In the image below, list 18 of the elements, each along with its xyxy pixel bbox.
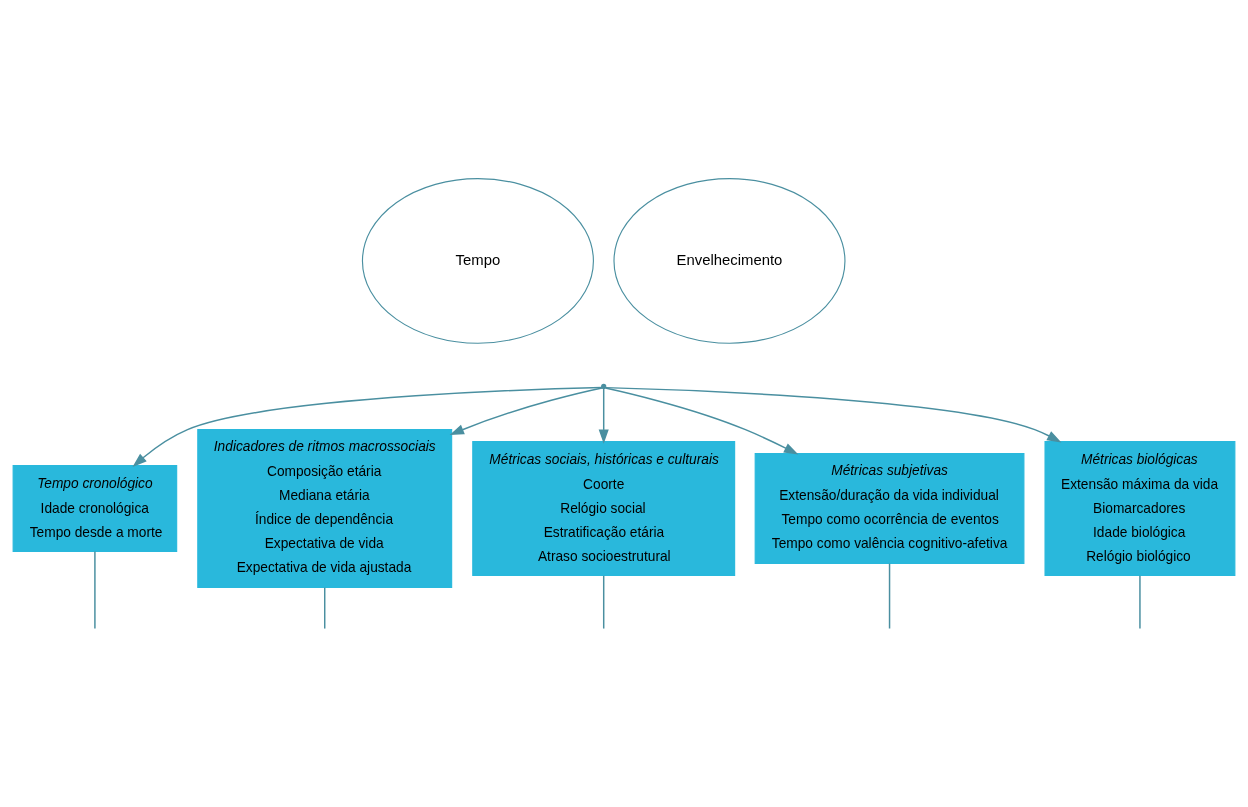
arrow — [604, 386, 799, 455]
node-ellipse: Tempo — [361, 177, 594, 344]
connector — [888, 562, 891, 629]
arrow — [598, 387, 609, 444]
connector — [602, 574, 605, 629]
arrow — [449, 386, 603, 435]
node-point — [601, 383, 607, 389]
arrow — [132, 386, 603, 467]
node-ellipse: Envelhecimento — [613, 177, 846, 344]
node-box: Tempo cronológico Idade cronológica Tempo desde a morte — [12, 464, 178, 552]
node-box: Métricas sociais, históricas e culturais Coorte Relógio social Estratificação etária Atraso socioestrutural — [472, 440, 736, 576]
node-box: Métricas subjetivas Extensão/duração da vida individual Tempo como ocorrência de eventos Tempo como valência cognitivo-afetiva — [754, 452, 1025, 564]
connector — [323, 586, 326, 629]
connector — [94, 550, 96, 629]
node-box: Métricas biológicas Extensão máxima da vida Biomarcadores Idade biológica Relógio biológico — [1044, 440, 1236, 576]
connector — [1139, 574, 1141, 629]
arrow — [604, 386, 1062, 443]
node-box: Indicadores de ritmos macrossociais Composição etária Mediana etária Índice de dependência Expectativa de vida Expectativa de vida ajustada — [197, 428, 453, 588]
